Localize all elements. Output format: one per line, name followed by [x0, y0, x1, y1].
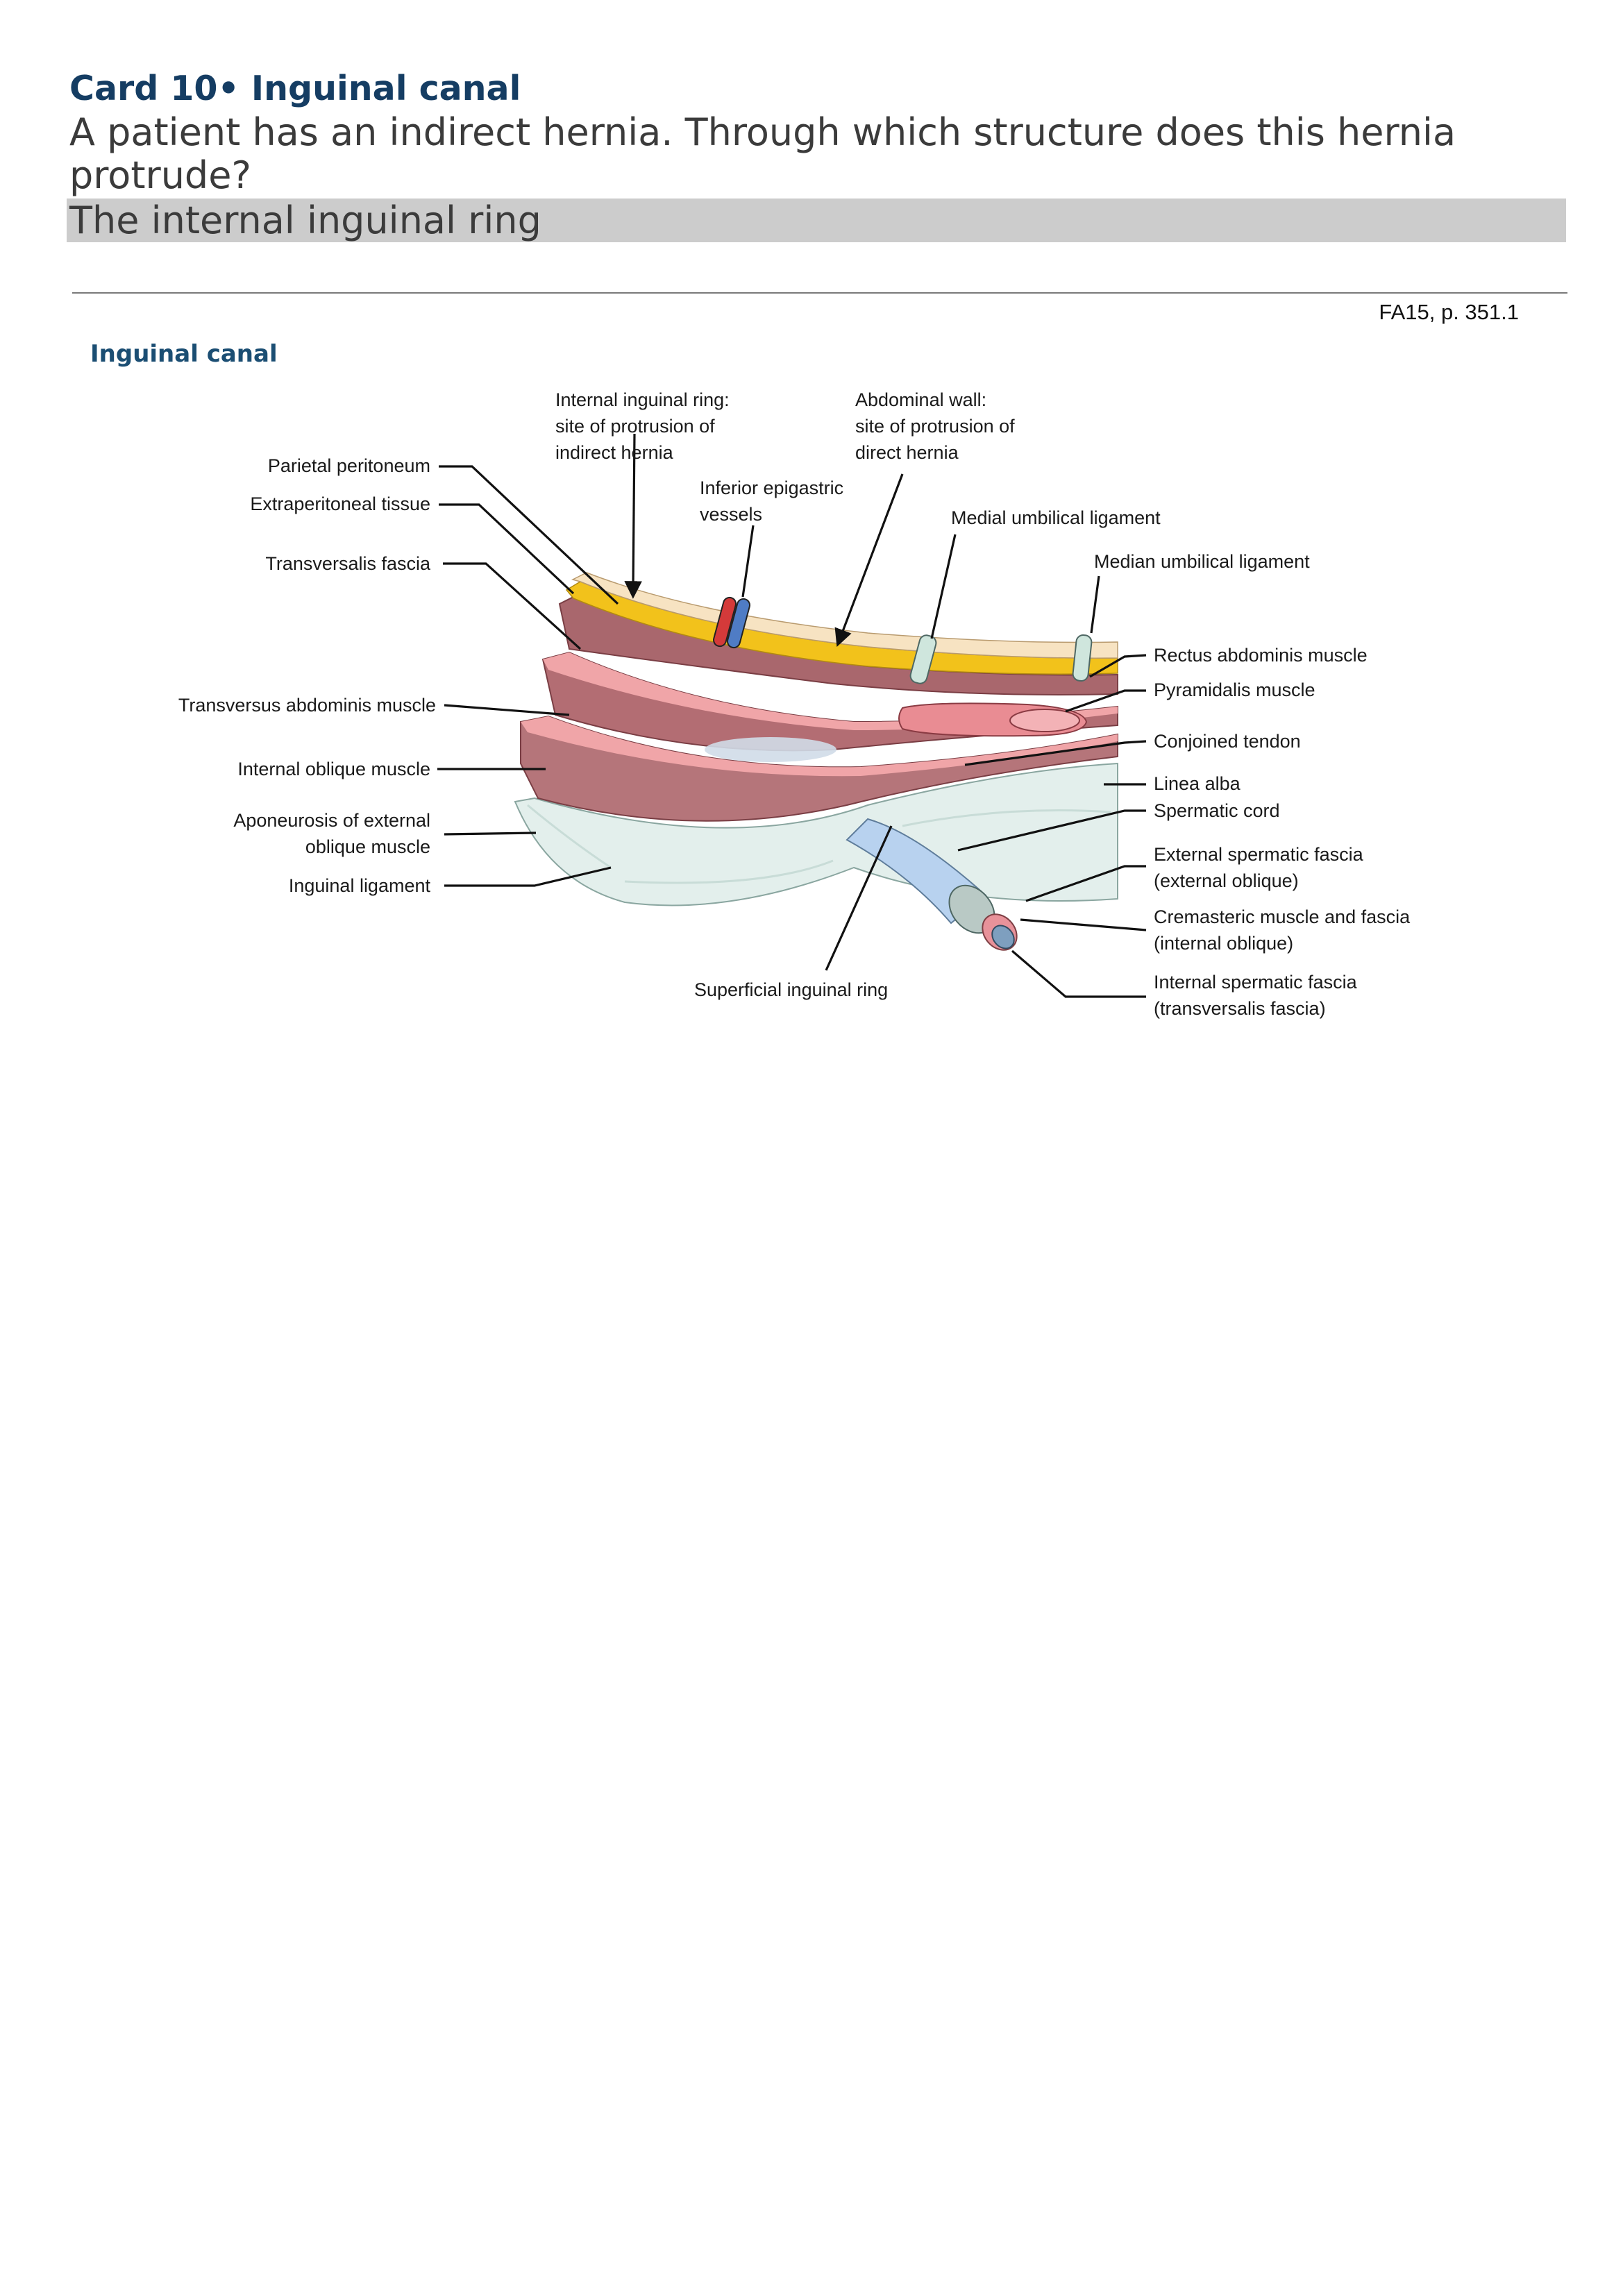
- label-extraperitoneal: Extraperitoneal tissue: [250, 493, 430, 514]
- figure-heading: Inguinal canal: [90, 340, 278, 368]
- label-superficial-ring: Superficial inguinal ring: [694, 979, 888, 1000]
- label-conjoined: Conjoined tendon: [1154, 731, 1301, 752]
- label-internal-ring: Internal inguinal ring:site of protrusio…: [555, 389, 730, 463]
- label-rectus: Rectus abdominis muscle: [1154, 645, 1368, 666]
- label-internal-oblique: Internal oblique muscle: [237, 759, 430, 779]
- answer-text: The internal inguinal ring: [69, 199, 541, 242]
- label-median-umbilical: Median umbilical ligament: [1094, 551, 1310, 572]
- label-internal-spermatic: Internal spermatic fascia(transversalis …: [1154, 972, 1358, 1019]
- source-reference: FA15, p. 351.1: [1379, 300, 1519, 324]
- card-title: Card 10• Inguinal canal: [69, 69, 521, 108]
- label-pyramidalis: Pyramidalis muscle: [1154, 679, 1315, 700]
- external-oblique-aponeurosis-shape: [514, 762, 1118, 906]
- label-transversus: Transversus abdominis muscle: [178, 695, 436, 716]
- medial-umbilical-shape: [909, 634, 937, 684]
- label-cremasteric: Cremasteric muscle and fascia(internal o…: [1154, 906, 1411, 954]
- artery-shape: [713, 596, 737, 648]
- label-spermatic-cord: Spermatic cord: [1154, 800, 1280, 821]
- anatomy-illustration: [514, 572, 1118, 951]
- label-transversalis: Transversalis fascia: [265, 553, 431, 574]
- median-umbilical-shape: [1072, 634, 1093, 682]
- answer-highlight: [67, 199, 1566, 242]
- question-text: A patient has an indirect hernia. Throug…: [69, 110, 1456, 197]
- label-medial-umbilical: Medial umbilical ligament: [951, 507, 1161, 528]
- divider: [72, 292, 1567, 294]
- label-inguinal-ligament: Inguinal ligament: [289, 875, 431, 896]
- label-external-spermatic: External spermatic fascia(external obliq…: [1154, 844, 1364, 891]
- figure-labels: Internal inguinal ring:site of protrusio…: [178, 389, 1411, 1019]
- label-linea-alba: Linea alba: [1154, 773, 1241, 794]
- label-parietal-peritoneum: Parietal peritoneum: [268, 455, 430, 476]
- inguinal-canal-diagram: Internal inguinal ring:site of protrusio…: [178, 389, 1411, 1019]
- leader-lines: [437, 433, 1147, 998]
- vein-shape: [727, 598, 750, 649]
